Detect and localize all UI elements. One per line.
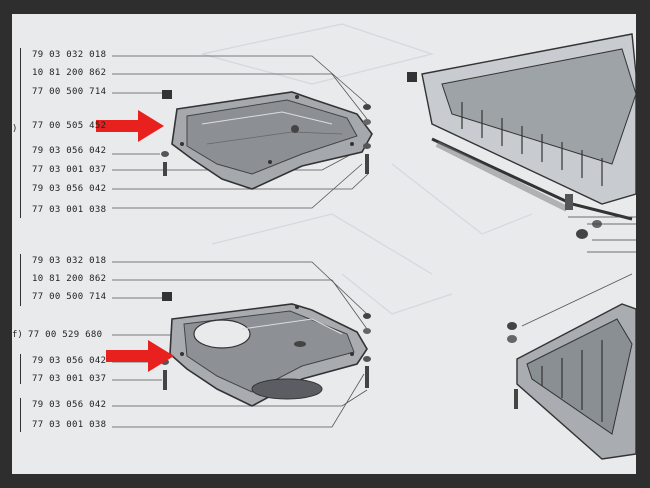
part-number-label: 77 00 505 452 — [32, 121, 107, 131]
lower-group-prefix: f) — [12, 330, 23, 340]
part-number-label: 10 81 200 862 — [32, 68, 107, 78]
upper-fasteners — [161, 90, 371, 176]
red-arrow-icon — [96, 110, 164, 142]
part-number-label: 79 03 032 018 — [32, 256, 107, 266]
part-number-label: 79 03 056 042 — [32, 356, 107, 366]
part-number-label: 77 03 001 038 — [32, 205, 107, 215]
lower-underbody-plate — [169, 303, 368, 407]
lower-bracket-2 — [20, 354, 21, 384]
part-number-label: 79 03 056 042 — [32, 146, 107, 156]
part-number-label: 77 00 500 714 — [32, 87, 107, 97]
lower-fasteners — [161, 292, 371, 390]
part-number-label: 77 00 500 714 — [32, 292, 107, 302]
upper-underbody-plate — [171, 91, 373, 190]
part-number-label: 77 03 001 037 — [32, 374, 107, 384]
part-number-label: 79 03 032 018 — [32, 50, 107, 60]
part-number-label: 77 03 001 037 — [32, 165, 107, 175]
part-number-label: 77 00 529 680 — [28, 330, 103, 340]
exploded-parts-drawing — [96, 23, 636, 460]
part-number-label: 79 03 056 042 — [32, 184, 107, 194]
part-number-label: 77 03 001 038 — [32, 420, 107, 430]
upper-bracket — [20, 48, 21, 218]
red-arrow-icon — [106, 340, 174, 372]
lower-bracket-1 — [20, 254, 21, 306]
parts-catalog-page: ) f) 79 03 032 018 10 81 200 862 77 00 5… — [12, 14, 636, 474]
lower-bracket-3 — [20, 398, 21, 432]
rear-frame-assembly-upper — [407, 33, 636, 253]
part-number-label: 79 03 056 042 — [32, 400, 107, 410]
part-number-label: 10 81 200 862 — [32, 274, 107, 284]
upper-group-prefix: ) — [12, 124, 18, 134]
rear-frame-assembly-lower — [507, 273, 636, 460]
